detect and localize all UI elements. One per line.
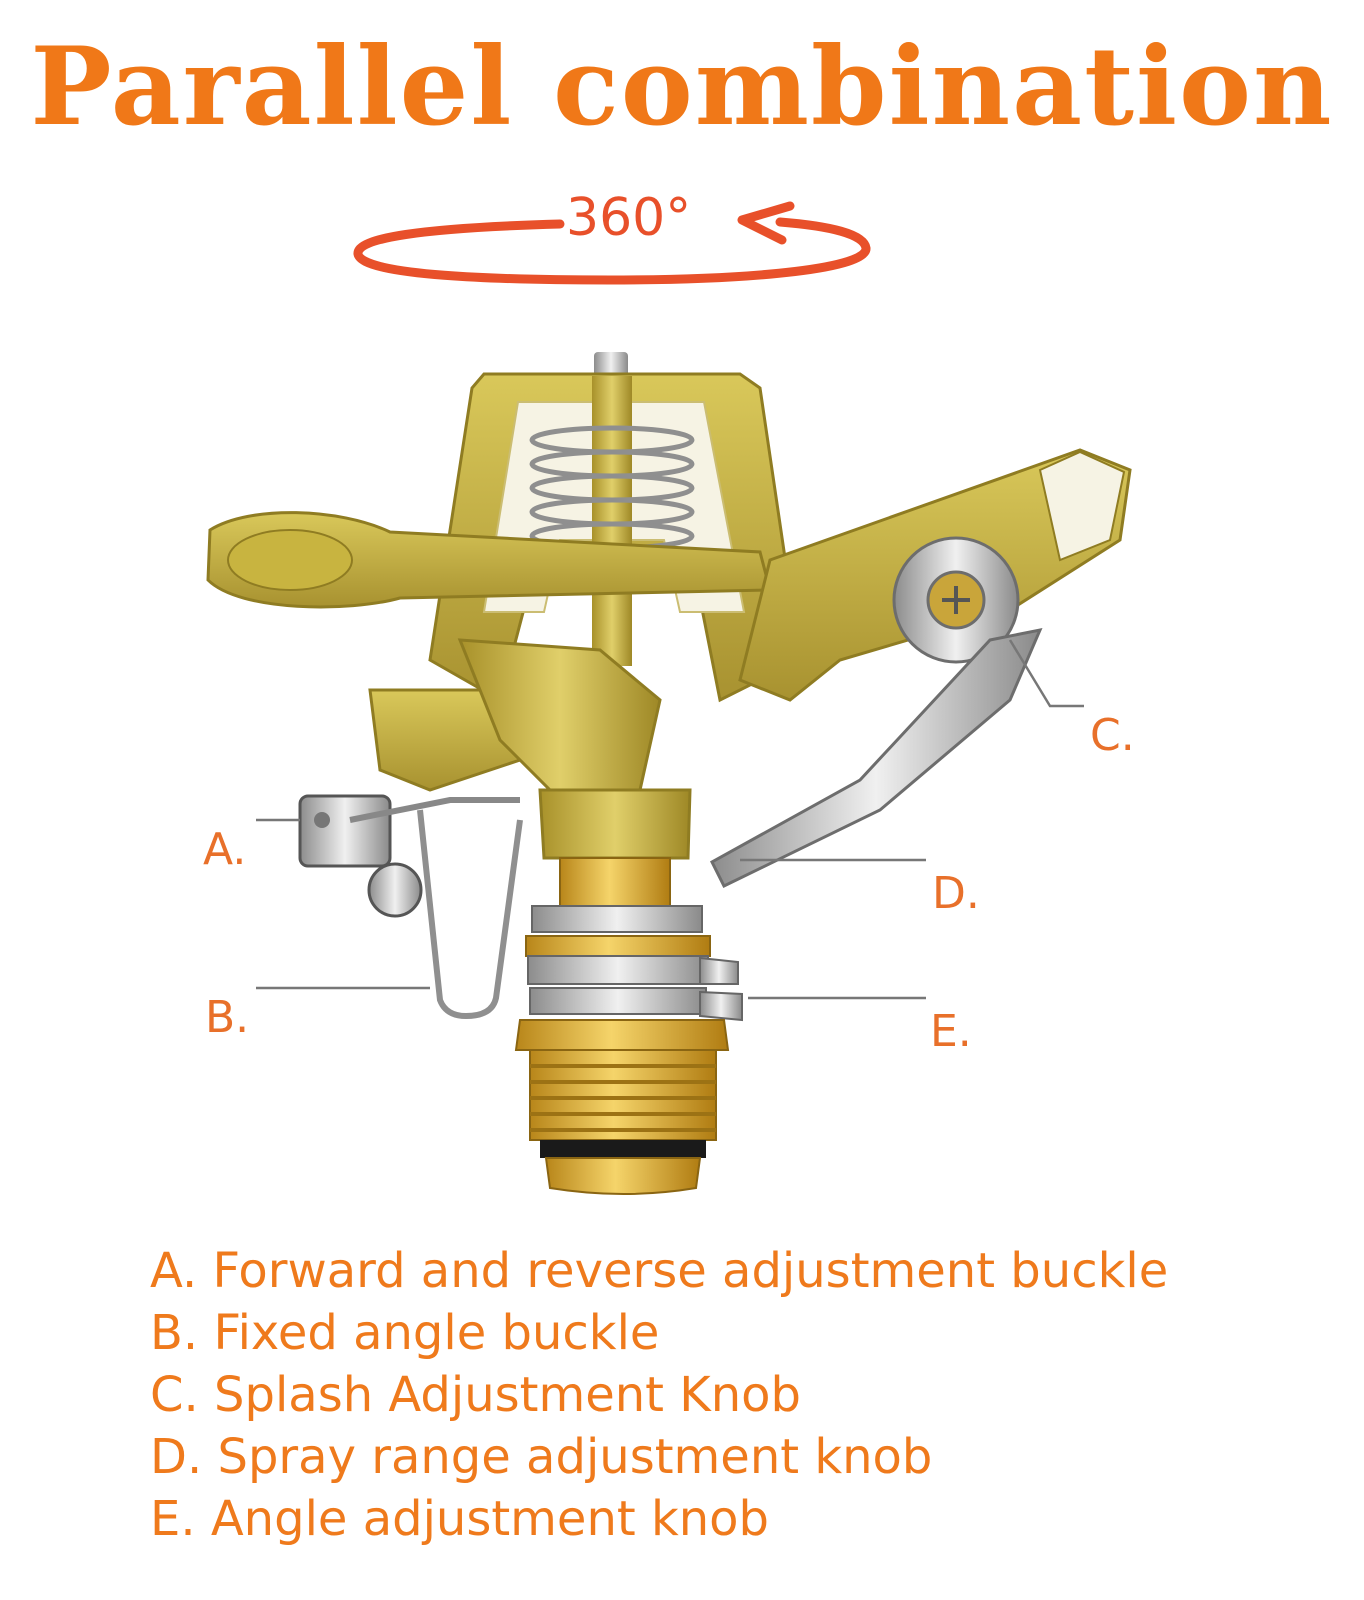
parts-legend: A. Forward and reverse adjustment buckle… xyxy=(150,1240,1300,1550)
buckle-a-icon xyxy=(298,794,520,918)
legend-item-d: D. Spray range adjustment knob xyxy=(150,1429,933,1485)
rotation-label: 360° xyxy=(566,188,692,248)
legend-item-c: C. Splash Adjustment Knob xyxy=(150,1367,801,1423)
leader-lines xyxy=(256,639,1084,1000)
sprinkler-head-icon xyxy=(206,352,1132,1195)
callout-c: C. xyxy=(1090,710,1135,761)
page-title: Parallel combination xyxy=(30,24,1334,150)
wire-b-icon xyxy=(417,809,523,1019)
legend-item-b: B. Fixed angle buckle xyxy=(150,1305,660,1361)
legend-item-e: E. Angle adjustment knob xyxy=(150,1491,770,1547)
callout-d: D. xyxy=(932,868,980,919)
legend-item-a: A. Forward and reverse adjustment buckle xyxy=(150,1243,1169,1299)
rotation-arrow-icon xyxy=(353,201,871,285)
callout-b: B. xyxy=(205,992,250,1043)
callout-e: E. xyxy=(930,1006,972,1057)
callout-a: A. xyxy=(203,824,247,875)
